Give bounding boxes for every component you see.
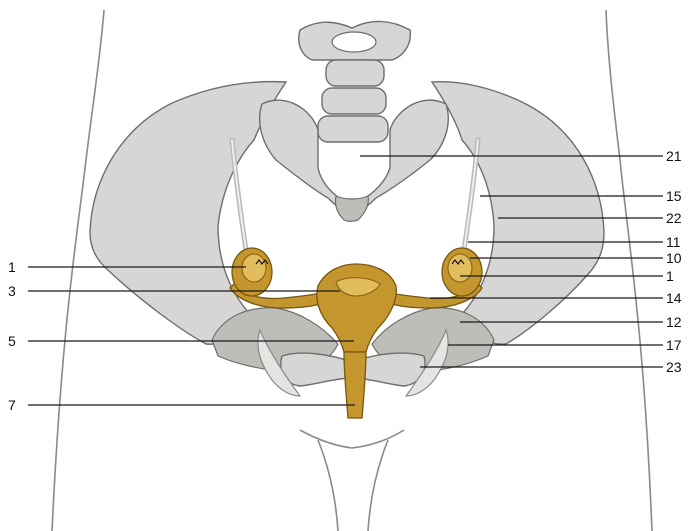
vagina — [344, 352, 366, 418]
label-left-7: 7 — [8, 397, 16, 413]
label-right-11: 11 — [666, 234, 681, 250]
label-right-14: 14 — [666, 290, 682, 306]
label-right-10: 10 — [666, 250, 682, 266]
label-right-23: 23 — [666, 359, 682, 375]
right-labels: 21 15 22 11 10 1 14 12 17 23 — [666, 148, 682, 375]
left-ovary-inner — [242, 254, 266, 282]
label-right-1: 1 — [666, 268, 674, 284]
vertebra-body-3 — [318, 116, 388, 142]
coccyx — [335, 196, 368, 222]
label-right-15: 15 — [666, 188, 682, 204]
label-right-12: 12 — [666, 314, 682, 330]
vertebral-foramen — [332, 32, 376, 52]
label-left-1: 1 — [8, 259, 16, 275]
vertebra-body-1 — [326, 60, 384, 86]
label-right-21: 21 — [666, 148, 682, 164]
vertebra-body-2 — [322, 88, 386, 114]
label-right-17: 17 — [666, 337, 682, 353]
right-ilium — [432, 82, 604, 345]
label-right-22: 22 — [666, 210, 682, 226]
right-ovary-inner — [448, 254, 472, 282]
left-labels: 1 3 5 7 — [8, 259, 16, 413]
label-left-3: 3 — [8, 283, 16, 299]
label-left-5: 5 — [8, 333, 16, 349]
spine — [260, 22, 449, 222]
